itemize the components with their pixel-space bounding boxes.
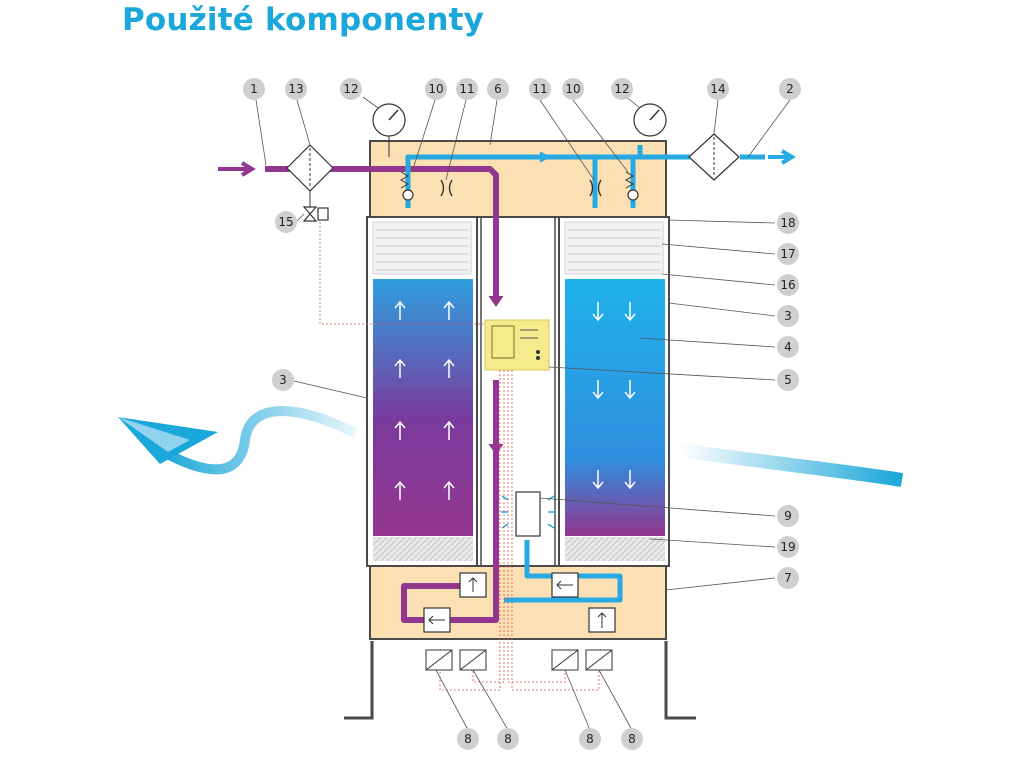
callout-c10a: 10 xyxy=(425,78,447,100)
callout-label: 12 xyxy=(614,82,629,96)
callout-label: 11 xyxy=(459,82,474,96)
callout-label: 2 xyxy=(786,82,794,96)
callout-c17: 17 xyxy=(777,243,799,265)
callout-label: 11 xyxy=(532,82,547,96)
callout-label: 3 xyxy=(784,309,792,323)
callout-label: 8 xyxy=(504,732,512,746)
flow-arrows-right xyxy=(592,302,636,490)
solenoid-valve-icon xyxy=(302,191,329,222)
signal-wires xyxy=(319,222,600,691)
controller-unit xyxy=(484,319,550,371)
callout-c5: 5 xyxy=(777,369,799,391)
filter-icon xyxy=(286,144,334,192)
flow-arrows-left xyxy=(394,300,455,500)
callout-label: 14 xyxy=(710,82,725,96)
callout-c1: 1 xyxy=(243,78,265,100)
callout-c14: 14 xyxy=(707,78,729,100)
callout-c19: 19 xyxy=(777,536,799,558)
filter-icon xyxy=(688,133,740,181)
callout-label: 3 xyxy=(279,373,287,387)
left-adsorption-column xyxy=(366,216,478,567)
callout-c3r: 3 xyxy=(777,305,799,327)
callout-c4: 4 xyxy=(777,336,799,358)
callout-label: 17 xyxy=(780,247,795,261)
callout-c7: 7 xyxy=(777,567,799,589)
callout-c3l: 3 xyxy=(272,369,294,391)
air-swoosh-left xyxy=(157,406,358,475)
pressure-gauge-icon xyxy=(372,103,406,157)
callout-label: 7 xyxy=(784,571,792,585)
callout-c15: 15 xyxy=(275,211,297,233)
solenoid-coils xyxy=(425,649,613,671)
callout-label: 9 xyxy=(784,509,792,523)
callout-label: 8 xyxy=(628,732,636,746)
air-swoosh-right xyxy=(678,443,904,487)
callout-c12a: 12 xyxy=(340,78,362,100)
callout-label: 4 xyxy=(784,340,792,354)
callout-c8c: 8 xyxy=(579,728,601,750)
callout-label: 18 xyxy=(780,216,795,230)
lower-valve-block xyxy=(423,572,616,633)
callout-label: 5 xyxy=(784,373,792,387)
callout-label: 10 xyxy=(565,82,580,96)
right-adsorption-column xyxy=(558,216,670,567)
callout-label: 19 xyxy=(780,540,795,554)
callout-c11a: 11 xyxy=(456,78,478,100)
callout-label: 15 xyxy=(278,215,293,229)
callout-c8d: 8 xyxy=(621,728,643,750)
callout-c13: 13 xyxy=(285,78,307,100)
callout-c12b: 12 xyxy=(611,78,633,100)
silencer-icon xyxy=(501,491,555,537)
callout-c2: 2 xyxy=(779,78,801,100)
upper-manifold xyxy=(369,140,667,218)
orifice-icon xyxy=(440,179,602,197)
callout-label: 8 xyxy=(464,732,472,746)
callout-label: 10 xyxy=(428,82,443,96)
callout-c10b: 10 xyxy=(562,78,584,100)
callout-c11b: 11 xyxy=(529,78,551,100)
callout-c6: 6 xyxy=(487,78,509,100)
pressure-gauge-icon xyxy=(633,103,667,137)
check-valve-icon xyxy=(624,171,639,201)
callout-label: 13 xyxy=(288,82,303,96)
paper-plane-icon xyxy=(118,417,218,464)
callout-c9: 9 xyxy=(777,505,799,527)
callout-label: 8 xyxy=(586,732,594,746)
callout-c16: 16 xyxy=(777,274,799,296)
callout-label: 1 xyxy=(250,82,258,96)
callout-label: 12 xyxy=(343,82,358,96)
callout-c8a: 8 xyxy=(457,728,479,750)
callout-c8b: 8 xyxy=(497,728,519,750)
callout-label: 6 xyxy=(494,82,502,96)
middle-channel xyxy=(480,216,556,567)
callout-label: 16 xyxy=(780,278,795,292)
page-title: Použité komponenty xyxy=(122,2,485,38)
callout-c18: 18 xyxy=(777,212,799,234)
check-valve-icon xyxy=(399,171,414,201)
